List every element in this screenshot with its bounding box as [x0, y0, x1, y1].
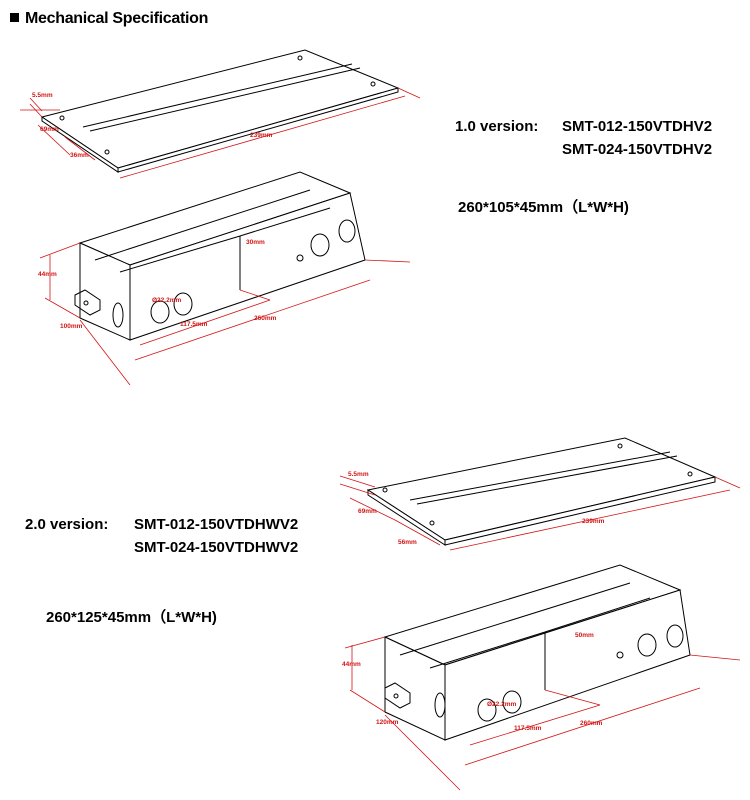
v1-box-drawing: 44mm 100mm Ø22.2mm 30mm 117.5mm 260mm: [38, 171, 411, 386]
page-title-text: Mechanical Specification: [25, 10, 209, 27]
v2-dimensions: 260*125*45mm（L*W*H): [46, 609, 217, 626]
v2-cover-gap-label: 56mm: [398, 539, 417, 546]
v1-box-partition-label: 30mm: [246, 239, 265, 246]
v1-cover-width-label: 69mm: [40, 126, 59, 133]
v1-cover-gap-label: 36mm: [70, 152, 89, 159]
page-title: Mechanical Specification: [10, 10, 208, 28]
v1-dimensions: 260*105*45mm（L*W*H): [458, 199, 629, 216]
v2-cover-length-label: 239mm: [582, 518, 605, 525]
v1-box-length-label: 260mm: [254, 315, 277, 322]
v1-version-label: 1.0 version:: [455, 118, 539, 135]
bullet-square-icon: [10, 13, 19, 22]
v1-model-b: SMT-024-150VTDHV2: [562, 141, 713, 158]
v2-box-inner-label: 117.5mm: [514, 725, 542, 732]
v1-cover-margin-label: 5.5mm: [32, 92, 53, 99]
v2-model-b: SMT-024-150VTDHWV2: [134, 539, 299, 556]
v2-cover-drawing: 5.5mm 69mm 56mm 239mm: [339, 437, 741, 551]
v2-box-length-label: 260mm: [580, 720, 603, 727]
v1-cover-drawing: 5.5mm 69mm 36mm 239mm: [20, 49, 421, 179]
v2-cover-width-label: 69mm: [358, 508, 377, 515]
v2-box-partition-label: 50mm: [575, 632, 594, 639]
v1-box-width-label: 100mm: [60, 323, 83, 330]
v1-box-hole-label: Ø22.2mm: [152, 297, 181, 304]
v2-box-height-label: 44mm: [342, 661, 361, 668]
v1-model-a: SMT-012-150VTDHV2: [562, 118, 713, 135]
v2-cover-margin-label: 5.5mm: [348, 471, 369, 478]
v1-box-inner-label: 117.5mm: [180, 321, 208, 328]
v1-cover-length-label: 239mm: [250, 132, 273, 139]
v2-box-drawing: 44mm 120mm Ø22.2mm 50mm 117.5mm 260mm: [342, 564, 741, 791]
v2-box-hole-label: Ø22.2mm: [487, 701, 516, 708]
v1-box-height-label: 44mm: [38, 271, 57, 278]
v2-model-a: SMT-012-150VTDHWV2: [134, 516, 299, 533]
v2-box-width-label: 120mm: [376, 719, 399, 726]
v2-version-label: 2.0 version:: [25, 516, 109, 533]
